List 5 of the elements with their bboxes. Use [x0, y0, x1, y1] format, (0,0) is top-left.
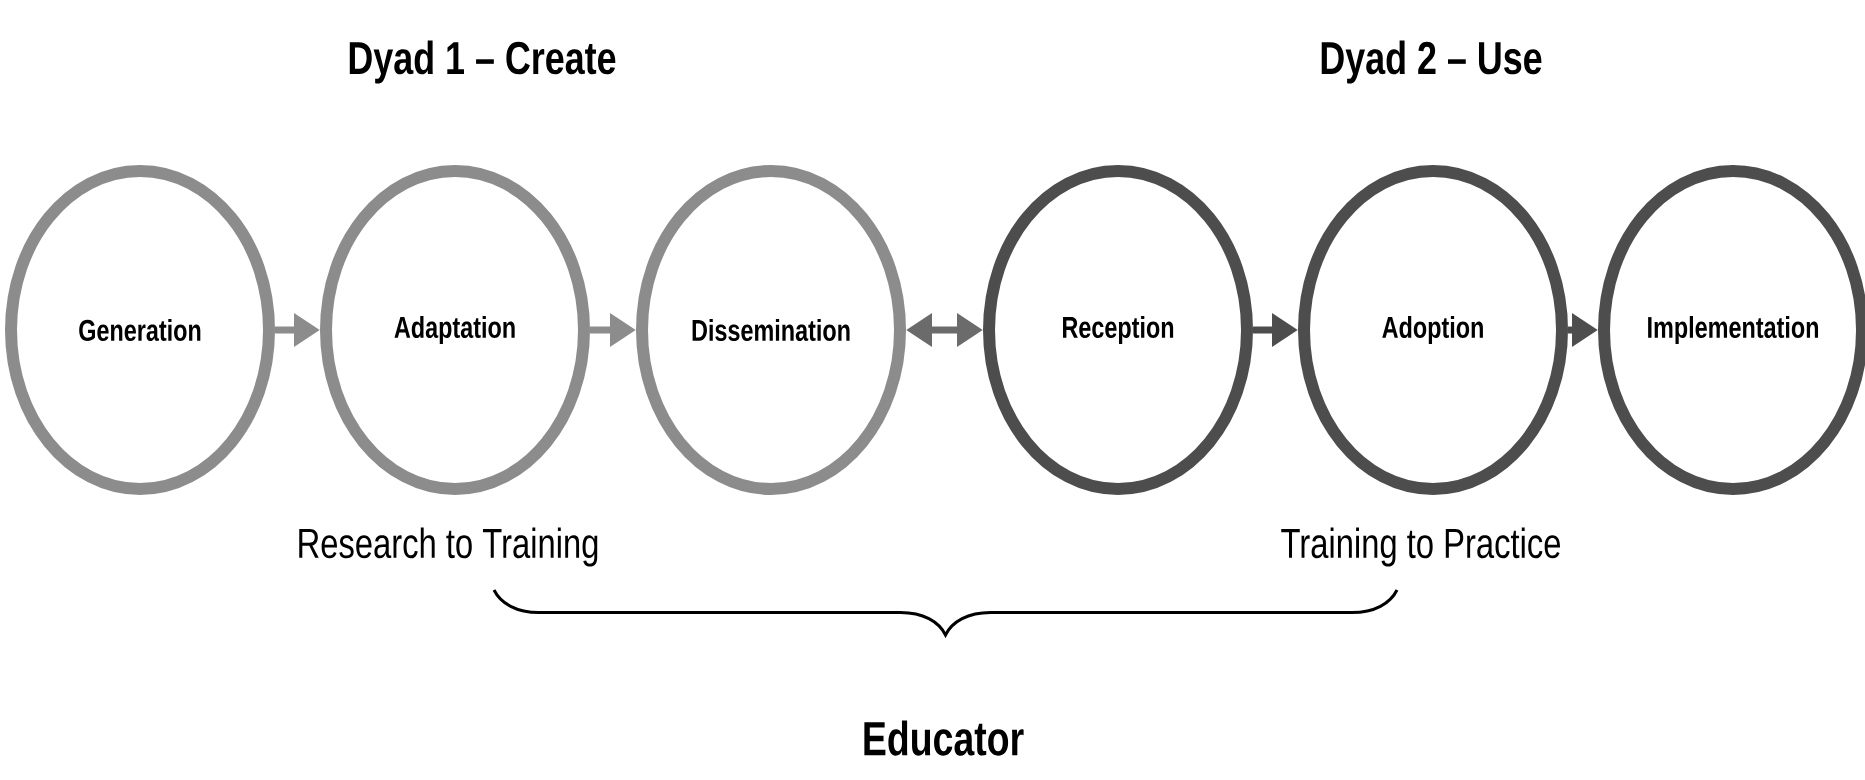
- heading: Dyad 2 – Use: [1321, 40, 1542, 84]
- caption-text: Research to Training: [299, 527, 598, 567]
- heading: Dyad 1 – Create: [349, 40, 616, 84]
- caption-text: Training to Practice: [1281, 527, 1560, 567]
- group-label: Educator: [864, 720, 1024, 756]
